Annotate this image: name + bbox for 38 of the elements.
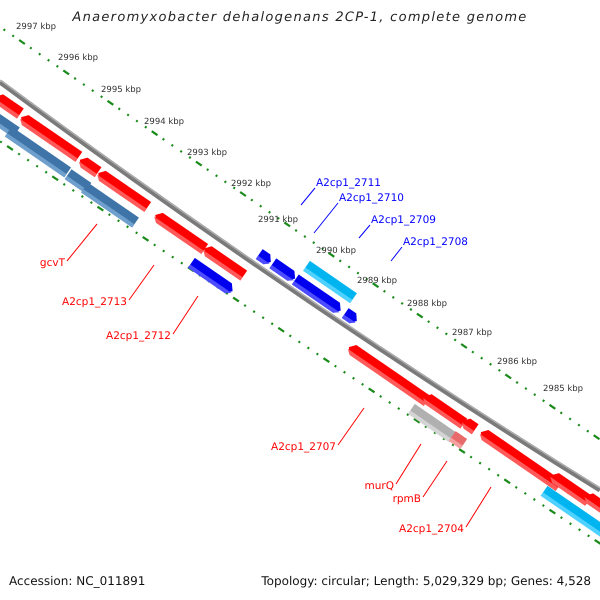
scale-label: 2995 kbp: [101, 86, 142, 94]
leader-line: [172, 296, 198, 334]
leader-line: [396, 444, 422, 484]
leader-line: [300, 188, 316, 206]
scale-label: 2987 kbp: [452, 329, 492, 338]
gene-label: A2cp1_2710: [339, 192, 404, 204]
footer-text: Accession: NC_011891: [9, 575, 146, 587]
gene-label: A2cp1_2713: [62, 296, 127, 308]
gene-label: A2cp1_2704: [399, 523, 464, 535]
leader-line: [314, 202, 338, 234]
scale-label: 2986 kbp: [497, 358, 538, 366]
scale-label: 2997 kbp: [16, 23, 56, 32]
gene-label: gcvT: [40, 257, 65, 269]
title: Anaeromyxobacter dehalogenans 2CP-1, complete genome: [70, 10, 529, 25]
scale-label: 2989 kbp: [357, 277, 398, 286]
gene-label: A2cp1_2707: [271, 441, 336, 453]
leader-line: [358, 224, 370, 238]
gene-label: A2cp1_2712: [106, 330, 171, 342]
scale-label: 2988 kbp: [407, 300, 448, 308]
leader-line: [66, 224, 98, 262]
leader-line: [422, 460, 448, 498]
scale-label: 2990 kbp: [316, 247, 356, 256]
footer-text: Topology: circular; Length: 5,029,329 bp; Genes: 4,528: [261, 575, 591, 587]
leader-line: [128, 264, 154, 300]
gene-label: rpmB: [392, 493, 421, 505]
scale-label: 2992 kbp: [231, 180, 272, 188]
gene-label: A2cp1_2708: [403, 236, 468, 248]
gene-label: murQ: [364, 480, 394, 492]
leader-line: [390, 246, 402, 262]
scale-label: 2996 kbp: [58, 54, 98, 62]
gene-label: A2cp1_2709: [371, 214, 436, 226]
gene-label: A2cp1_2711: [316, 177, 381, 189]
scale-label: 2991 kbp: [258, 216, 298, 224]
scale-label: 2993 kbp: [187, 149, 228, 158]
scale-label: 2994 kbp: [144, 118, 184, 126]
scale-label: 2985 kbp: [543, 385, 584, 394]
leader-line: [466, 486, 492, 528]
leader-line: [338, 408, 364, 446]
